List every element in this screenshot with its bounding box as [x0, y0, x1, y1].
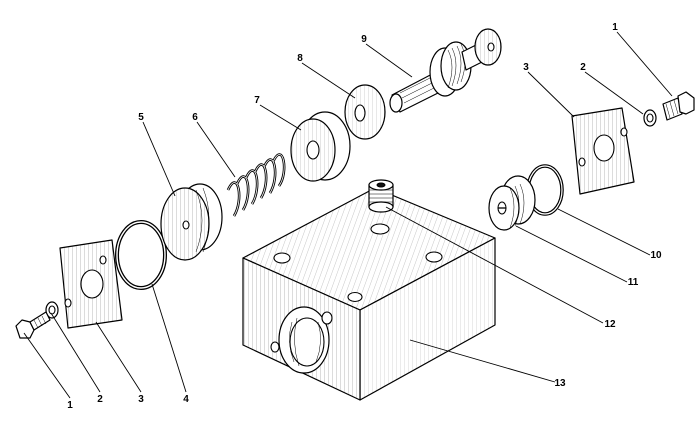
- spring: [226, 153, 286, 217]
- callout-1-right: 1: [612, 22, 618, 33]
- callout-7: 7: [254, 95, 260, 106]
- leader-lines: [23, 31, 673, 399]
- callout-2-left: 2: [97, 394, 103, 405]
- right-washer: [643, 109, 657, 127]
- right-bolt: [662, 91, 695, 121]
- right-cover-plate: [571, 107, 635, 195]
- valve-stem: [389, 28, 502, 113]
- callout-3-right: 3: [523, 62, 529, 73]
- callout-2-right: 2: [580, 62, 586, 73]
- callout-13: 13: [554, 378, 566, 389]
- callout-3-left: 3: [138, 394, 144, 405]
- o-ring-left: [115, 220, 167, 290]
- piston: [160, 183, 223, 261]
- valve-body: [242, 187, 496, 401]
- callout-5: 5: [138, 112, 144, 123]
- callout-9: 9: [361, 34, 367, 45]
- left-bolt: [15, 311, 51, 339]
- callout-6: 6: [192, 112, 198, 123]
- washer-disc: [344, 84, 386, 140]
- callout-12: 12: [604, 319, 616, 330]
- plug-nut: [488, 175, 536, 231]
- callout-10: 10: [650, 250, 662, 261]
- left-washer: [45, 301, 59, 319]
- callout-8: 8: [297, 53, 303, 64]
- threaded-fitting: [368, 179, 394, 213]
- callout-4: 4: [183, 394, 189, 405]
- left-cover-plate: [59, 239, 123, 329]
- callout-1-left: 1: [67, 400, 73, 411]
- callout-labels: 1 2 3 4 5 6 7 8 9 1 2 3 10 11 12 13: [67, 22, 662, 411]
- callout-11: 11: [628, 277, 639, 288]
- spring-seat: [290, 111, 351, 182]
